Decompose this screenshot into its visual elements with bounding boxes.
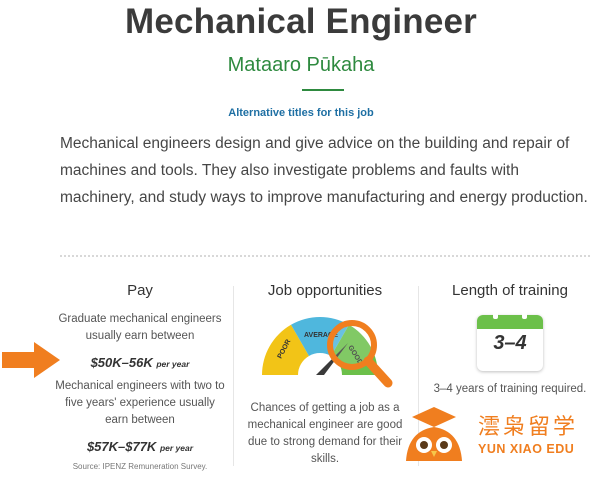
page-subtitle: Mataaro Pūkaha <box>227 54 375 76</box>
pay-graduate-text: Graduate mechanical engineers usually ea… <box>58 313 222 342</box>
section-divider <box>60 255 590 257</box>
calendar-icon: 3–4 <box>477 311 543 371</box>
gauge-average-sector <box>291 317 349 356</box>
opportunity-gauge: POOR AVERAGE GOOD <box>262 317 393 388</box>
job-opportunities-title: Job opportunities <box>267 282 383 299</box>
pay-graduate-amount: $50K–56K per year <box>55 355 225 370</box>
pay-experienced-text: Mechanical engineers with two to five ye… <box>55 380 225 426</box>
watermark-english: YUN XIAO EDU <box>478 442 575 456</box>
pay-column: Pay Graduate mechanical engineers usuall… <box>55 282 225 471</box>
subtitle-underline <box>302 89 344 91</box>
pay-title: Pay <box>127 282 153 299</box>
watermark-logo: 澐枭留学 YUN XIAO EDU <box>398 405 602 465</box>
magnifier-icon <box>327 320 393 388</box>
gauge-label-average: AVERAGE <box>304 332 338 339</box>
calendar-text: 3–4 <box>493 332 527 354</box>
column-divider <box>233 286 234 466</box>
training-title: Length of training <box>452 282 568 299</box>
per-year-label: per year <box>159 443 194 453</box>
job-description: Mechanical engineers design and give adv… <box>60 135 588 206</box>
pay-experienced-amount: $57K–$77K per year <box>55 439 225 454</box>
owl-mascot-icon <box>406 407 462 461</box>
training-column: Length of training 3–4 3–4 years of trai… <box>425 282 595 395</box>
pay-experienced-value: $57K–$77K <box>86 439 157 454</box>
pay-graduate-value: $50K–56K <box>90 355 153 370</box>
gauge-poor-sector <box>262 324 309 375</box>
per-year-label: per year <box>156 359 190 369</box>
alternative-titles-link[interactable]: Alternative titles for this job <box>228 107 374 119</box>
job-opportunities-column: Job opportunities POOR AVERAGE GOOD Chan… <box>240 282 410 468</box>
page-title: Mechanical Engineer <box>125 2 477 41</box>
watermark-chinese: 澐枭留学 <box>478 415 579 440</box>
training-text: 3–4 years of training required. <box>433 383 587 395</box>
column-divider <box>418 286 419 466</box>
job-opportunities-text: Chances of getting a job as a mechanical… <box>247 402 403 465</box>
pay-source: Source: IPENZ Remuneration Survey. <box>72 462 208 471</box>
arrow-right-icon <box>2 342 60 378</box>
